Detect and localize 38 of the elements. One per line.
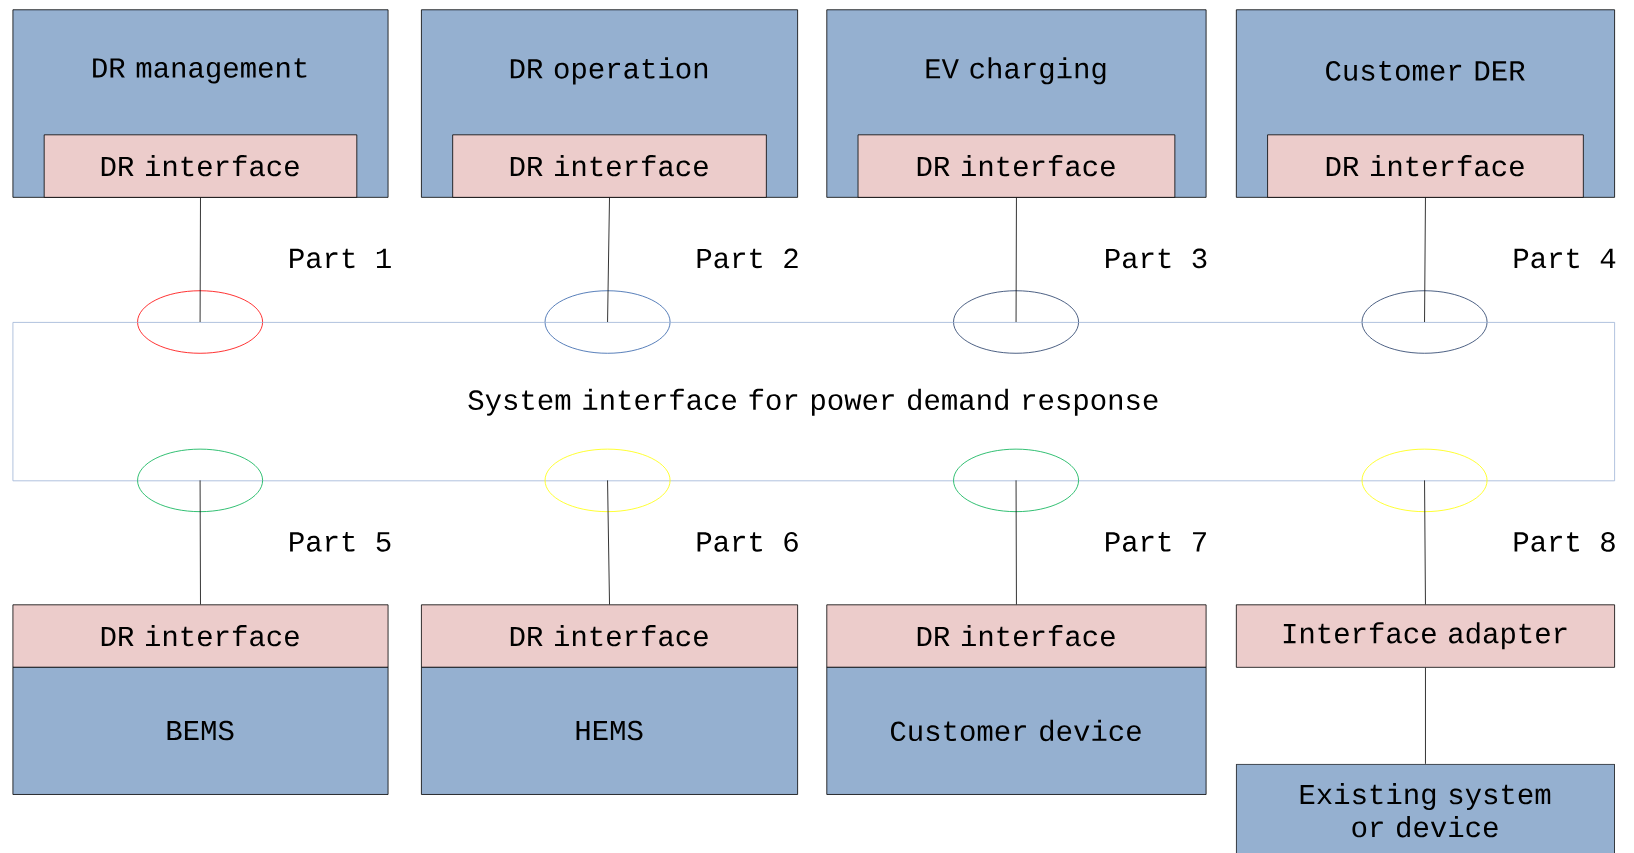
connector-line xyxy=(1425,667,1426,765)
interface-ellipse xyxy=(1361,448,1488,513)
interface-ellipse xyxy=(1361,290,1488,354)
interface-ellipse xyxy=(953,448,1079,513)
interface-box: DR interface xyxy=(12,604,389,668)
connector-line xyxy=(1015,480,1017,605)
system-box: Customer device xyxy=(826,666,1207,795)
connector-line xyxy=(1015,197,1017,323)
connector-line xyxy=(199,197,201,323)
system-box: BEMS xyxy=(12,666,389,795)
part-label: Part 2 xyxy=(697,248,798,269)
system-box: Existing system or device xyxy=(1235,763,1615,853)
interface-box: DR interface xyxy=(1267,134,1584,198)
part-label: Part 1 xyxy=(290,248,391,269)
interface-box: DR interface xyxy=(857,134,1176,198)
interface-band: System interface for power demand response xyxy=(12,322,1615,482)
interface-box: DR interface xyxy=(826,604,1207,668)
connector-line xyxy=(199,480,201,605)
part-label: Part 7 xyxy=(1106,532,1206,552)
part-label: Part 8 xyxy=(1514,532,1615,552)
interface-box: DR interface xyxy=(43,134,358,198)
connector-line xyxy=(1424,480,1426,605)
part-label: Part 4 xyxy=(1514,248,1616,269)
system-box: HEMS xyxy=(421,666,798,795)
interface-ellipse xyxy=(544,448,671,513)
part-label: Part 3 xyxy=(1106,248,1207,269)
part-label: Part 5 xyxy=(290,532,391,552)
interface-box: DR interface xyxy=(452,134,767,198)
interface-ellipse xyxy=(544,290,671,354)
connector-line xyxy=(607,480,610,605)
interface-box: Interface adapter xyxy=(1235,604,1615,668)
interface-ellipse xyxy=(137,290,263,354)
interface-ellipse xyxy=(953,290,1079,354)
interface-ellipse xyxy=(137,448,263,513)
part-label: Part 6 xyxy=(697,532,798,552)
interface-box: DR interface xyxy=(421,604,798,668)
connector-line xyxy=(607,197,610,323)
connector-line xyxy=(1424,197,1426,323)
